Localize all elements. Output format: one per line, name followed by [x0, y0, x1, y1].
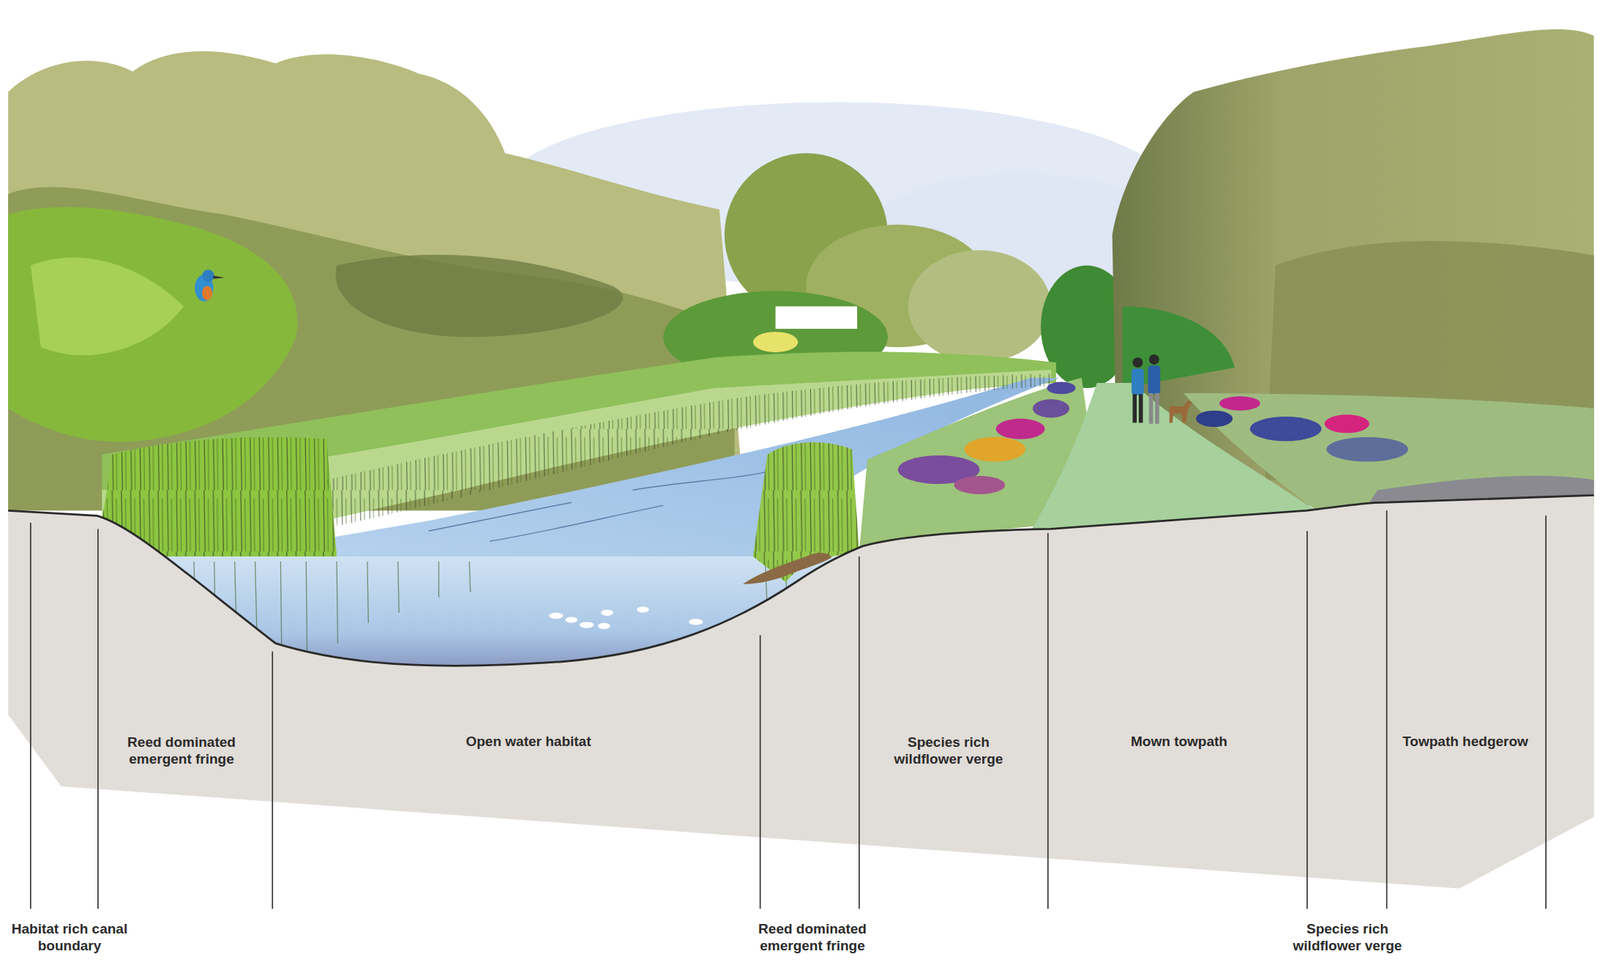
section-label: Towpath hedgerow	[1402, 733, 1529, 751]
section-label: Species rich wildflower verge	[1281, 920, 1414, 955]
section-label: Mown towpath	[1130, 733, 1228, 751]
section-label: Habitat rich canal boundary	[9, 920, 131, 955]
section-label: Reed dominated emergent fringe	[115, 734, 248, 768]
section-label: Reed dominated emergent fringe	[746, 920, 879, 955]
section-label: Species rich wildflower verge	[882, 734, 1015, 768]
section-label: Open water habitat	[465, 733, 591, 751]
